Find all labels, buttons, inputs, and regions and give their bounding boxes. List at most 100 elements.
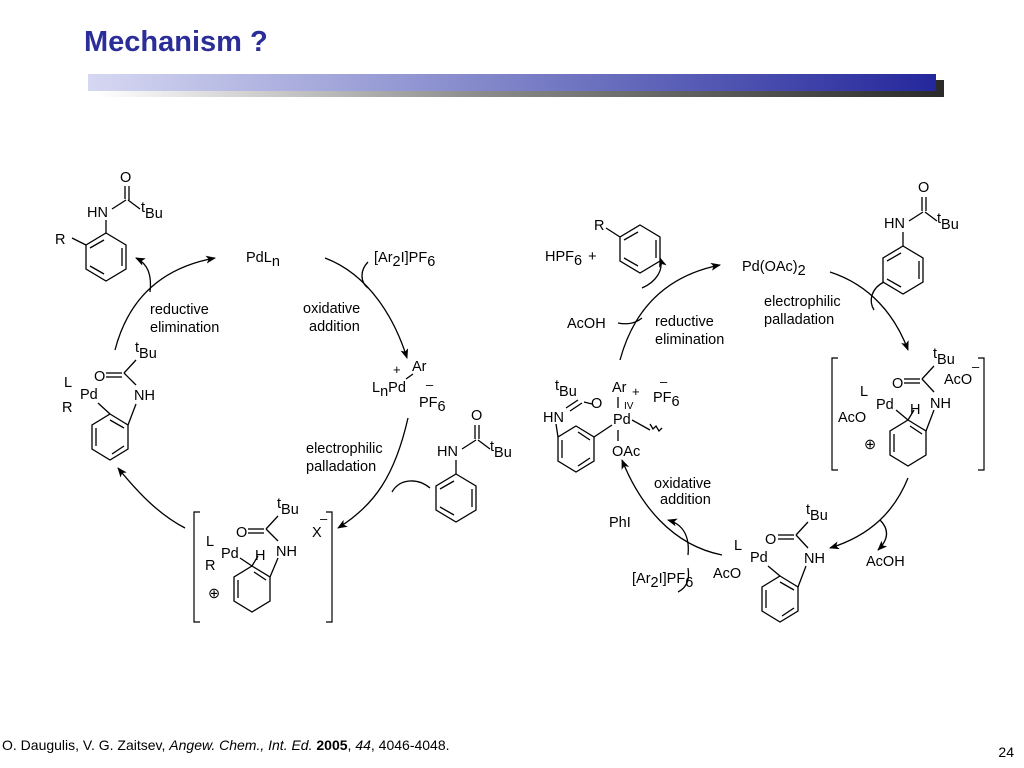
arrow-reductive-elimination-left — [114, 255, 216, 351]
arrow-oxidative-addition-right — [621, 459, 723, 556]
acoh-bottom: AcOH — [866, 554, 905, 570]
label-electrophilic-palladation-left-1: electrophilic — [306, 441, 383, 457]
palladacycle-right: Pd L AcO O NH tBu — [713, 502, 828, 623]
svg-text:tBu: tBu — [141, 200, 163, 222]
title-bar — [88, 74, 936, 91]
svg-text:O: O — [765, 532, 776, 548]
svg-text:NH: NH — [134, 388, 155, 404]
svg-text:L: L — [64, 375, 72, 391]
svg-text:Pd: Pd — [221, 546, 239, 562]
svg-text:LnPd: LnPd — [372, 380, 406, 400]
substrate-right: HN O tBu — [882, 180, 959, 295]
svg-text:HN: HN — [87, 205, 108, 221]
svg-text:NH: NH — [276, 544, 297, 560]
arrow-substrate-in-right — [870, 281, 885, 311]
page-number: 24 — [998, 744, 1014, 760]
svg-text:PF6: PF6 — [653, 390, 680, 410]
svg-text:Pd: Pd — [613, 412, 631, 428]
svg-text:O: O — [892, 376, 903, 392]
arrow-reagent-in-right — [677, 567, 690, 593]
substrate-left: HN O tBu — [435, 408, 512, 523]
svg-text:tBu: tBu — [490, 439, 512, 461]
svg-text:–: – — [972, 359, 980, 374]
reagent-ar2ipf6-left: [Ar2I]PF6 — [374, 250, 435, 270]
svg-text:tBu: tBu — [277, 496, 299, 518]
acoh-top: AcOH — [567, 316, 606, 332]
svg-text:Pd: Pd — [750, 550, 768, 566]
svg-text:HN: HN — [543, 410, 564, 426]
svg-text:O: O — [591, 396, 602, 412]
svg-text:tBu: tBu — [135, 340, 157, 362]
label-reductive-elimination-left-2: elimination — [150, 320, 219, 336]
svg-text:NH: NH — [804, 551, 825, 567]
wheland-intermediate-right: Pd L AcO H O NH tBu AcO – ⊕ — [831, 346, 985, 471]
svg-text:R: R — [55, 232, 65, 248]
svg-text:HN: HN — [884, 216, 905, 232]
arrow-substrate-in-left — [391, 480, 431, 493]
svg-text:HN: HN — [437, 444, 458, 460]
arrow-oxidative-addition-left — [324, 257, 409, 359]
arrow-reagent-in-left — [361, 261, 369, 289]
svg-text:H: H — [255, 548, 265, 564]
arrow-product-out-left — [135, 257, 152, 293]
svg-text:R: R — [594, 218, 604, 234]
mechanism-scheme: PdLn [Ar2I]PF6 oxidative addition reduct… — [55, 170, 985, 623]
svg-text:O: O — [471, 408, 482, 424]
label-electrophilic-palladation-right-2: palladation — [764, 312, 834, 328]
svg-text:IV: IV — [624, 401, 634, 412]
reagent-ar2ipf6-right: [Ar2I]PF6 — [632, 571, 693, 591]
svg-text:OAc: OAc — [612, 444, 640, 460]
pdiv-complex-left: + Ar LnPd – PF6 — [372, 359, 446, 415]
svg-text:PF6: PF6 — [419, 395, 446, 415]
label-reductive-elimination-right-2: elimination — [655, 332, 724, 348]
svg-text:⊕: ⊕ — [208, 586, 220, 602]
svg-text:O: O — [120, 170, 131, 186]
svg-text:AcO: AcO — [713, 566, 741, 582]
svg-text:tBu: tBu — [937, 211, 959, 233]
svg-text:L: L — [860, 384, 868, 400]
label-electrophilic-palladation-right-1: electrophilic — [764, 294, 841, 310]
svg-text:H: H — [910, 402, 920, 418]
label-oxidative-addition-left-2: addition — [309, 319, 360, 335]
catalyst-pdln: PdLn — [246, 250, 280, 270]
arrow-reductive-elimination-right — [619, 262, 721, 361]
label-electrophilic-palladation-left-2: palladation — [306, 459, 376, 475]
left-cycle: PdLn [Ar2I]PF6 oxidative addition reduct… — [55, 170, 512, 623]
arrow-electrophilic-palladation-left — [337, 417, 409, 529]
svg-text:Pd: Pd — [80, 387, 98, 403]
arrow-to-palladacycle-left — [117, 467, 186, 529]
svg-text:–: – — [660, 374, 668, 389]
citation: O. Daugulis, V. G. Zaitsev, Angew. Chem.… — [2, 737, 450, 753]
svg-text:Ar: Ar — [612, 380, 627, 396]
svg-text:NH: NH — [930, 396, 951, 412]
phi-byproduct: PhI — [609, 515, 631, 531]
right-cycle: Pd(OAc)2 HPF6+ R AcOH reductive eliminat… — [543, 180, 985, 623]
arrow-acoh-out-bottom — [877, 519, 888, 551]
product-right: R — [594, 218, 661, 274]
svg-text:Pd: Pd — [876, 397, 894, 413]
slide-title: Mechanism ? — [84, 26, 268, 58]
label-oxidative-addition-left-1: oxidative — [303, 301, 360, 317]
pdiv-complex-right: HN tBu O Ar + IV Pd OAc – PF6 — [543, 374, 680, 473]
svg-text:⊕: ⊕ — [864, 437, 876, 453]
label-oxidative-addition-right-1: oxidative — [654, 476, 711, 492]
svg-text:tBu: tBu — [933, 346, 955, 368]
svg-text:tBu: tBu — [555, 378, 577, 400]
svg-text:AcO: AcO — [944, 372, 972, 388]
wheland-intermediate-left: Pd L R H O NH tBu X – ⊕ — [193, 496, 333, 623]
svg-text:X: X — [312, 525, 322, 541]
svg-text:O: O — [94, 369, 105, 385]
palladacycle-left: Pd L R O NH tBu — [62, 340, 157, 461]
label-reductive-elimination-right-1: reductive — [655, 314, 714, 330]
svg-text:R: R — [62, 400, 72, 416]
svg-text:+: + — [393, 362, 401, 377]
svg-text:–: – — [320, 511, 328, 526]
arrow-acoh-out-top — [617, 317, 643, 325]
svg-text:–: – — [426, 377, 434, 392]
product-left: HN O tBu R — [55, 170, 163, 282]
svg-text:+: + — [632, 384, 640, 399]
svg-text:R: R — [205, 558, 215, 574]
svg-text:tBu: tBu — [806, 502, 828, 524]
svg-text:O: O — [236, 525, 247, 541]
arrow-to-palladacycle-right — [829, 477, 909, 550]
